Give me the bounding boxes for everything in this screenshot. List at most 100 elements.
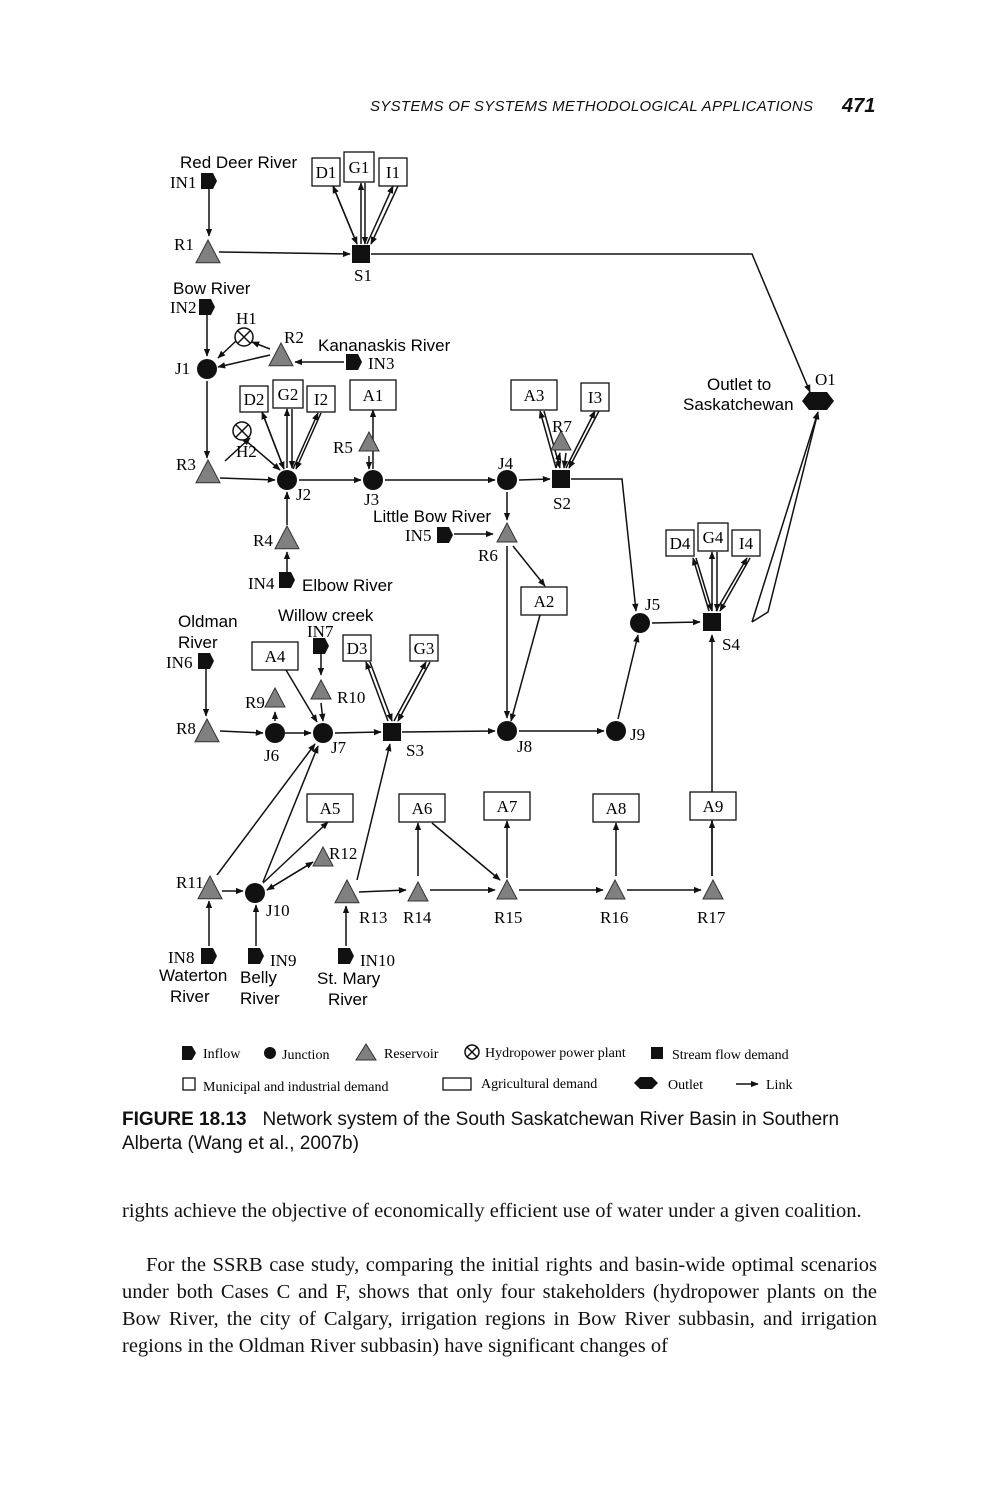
legend-hydropower-cross <box>466 1046 478 1058</box>
node-label-J6: J6 <box>264 746 279 765</box>
legend-label: Inflow <box>203 1047 241 1062</box>
demand-box-A4 <box>251 641 299 671</box>
demand-box-label: A6 <box>412 799 433 818</box>
node-label-J5: J5 <box>645 595 660 614</box>
node-label-IN5: IN5 <box>405 526 431 545</box>
link <box>334 728 382 736</box>
reservoir-node-R17 <box>702 878 724 900</box>
river-label-oldman_2: River <box>178 633 218 652</box>
node-label-R13: R13 <box>359 908 387 927</box>
link <box>692 557 710 612</box>
node-label-J9: J9 <box>630 725 645 744</box>
node-label-J8: J8 <box>517 737 532 756</box>
inflow-node-IN7 <box>313 638 329 654</box>
river-label-outlet_2: Saskatchewan <box>683 395 794 414</box>
junction-node-J9 <box>606 721 626 741</box>
link <box>218 250 351 258</box>
caption-text: Network system of the South Saskatchewan… <box>122 1109 840 1154</box>
demand-box-A2 <box>520 586 568 616</box>
demand-box-label: G2 <box>278 385 299 404</box>
link <box>512 545 546 587</box>
link <box>217 354 271 369</box>
demand-box-D3 <box>342 634 372 662</box>
demand-box-I3 <box>580 382 610 412</box>
demand-box-A5 <box>306 793 354 823</box>
demand-box-G2 <box>272 379 304 409</box>
link <box>365 661 389 722</box>
demand-box-label: I3 <box>588 388 602 407</box>
node-label-IN3: IN3 <box>368 354 394 373</box>
link <box>219 476 276 483</box>
river-label-stmary_1: St. Mary <box>317 969 381 988</box>
link <box>509 614 541 722</box>
legend-label: Municipal and industrial demand <box>203 1080 388 1095</box>
link <box>719 557 751 612</box>
demand-box-label: A1 <box>363 386 384 405</box>
link <box>366 185 394 245</box>
junction-node-J4 <box>497 470 517 490</box>
river-label-outlet_1: Outlet to <box>707 375 771 394</box>
body-paragraph-2: For the SSRB case study, comparing the i… <box>122 1254 877 1357</box>
demand-box-label: D1 <box>316 163 337 182</box>
demand-box-G1 <box>343 151 375 183</box>
node-label-J7: J7 <box>331 738 347 757</box>
node-label-R1: R1 <box>174 235 194 254</box>
node-label-R6: R6 <box>478 546 498 565</box>
link <box>393 661 427 722</box>
legend-label: Reservoir <box>384 1047 439 1062</box>
demand-box-label: G3 <box>414 639 435 658</box>
node-label-S3: S3 <box>406 741 424 760</box>
link <box>751 411 819 623</box>
link <box>356 743 392 881</box>
demand-box-D2 <box>239 385 269 413</box>
demand-box-label: D4 <box>670 534 691 553</box>
node-label-R12: R12 <box>329 844 357 863</box>
node-label-IN8: IN8 <box>168 948 194 967</box>
link <box>285 669 318 723</box>
link <box>565 410 596 469</box>
stream-demand-node-S3 <box>383 723 401 741</box>
running-header: SYSTEMS OF SYSTEMS METHODOLOGICAL APPLIC… <box>370 98 814 115</box>
inflow-node-IN9 <box>248 948 264 964</box>
link <box>261 411 285 470</box>
demand-box-label: A4 <box>265 647 286 666</box>
node-label-IN9: IN9 <box>270 951 296 970</box>
demand-box-label: G4 <box>703 528 724 547</box>
demand-box-label: I4 <box>739 534 754 553</box>
node-label-J2: J2 <box>296 485 311 504</box>
link <box>518 476 551 483</box>
demand-box-A3 <box>510 379 558 411</box>
node-label-IN7: IN7 <box>307 622 334 641</box>
link <box>216 743 316 876</box>
demand-box-A8 <box>592 793 640 823</box>
node-label-R7: R7 <box>552 417 572 436</box>
node-label-R8: R8 <box>176 719 196 738</box>
node-label-IN10: IN10 <box>360 951 395 970</box>
river-label-belly_2: River <box>240 989 280 1008</box>
link <box>319 702 326 722</box>
node-label-O1: O1 <box>815 370 836 389</box>
link <box>262 745 319 883</box>
river-label-elbow: Elbow River <box>302 576 393 595</box>
river-label-waterton_2: River <box>170 987 210 1006</box>
river-label-willow: Willow creek <box>278 606 374 625</box>
hydropower-cross <box>235 424 249 438</box>
demand-box-A1 <box>349 379 397 411</box>
river-label-red_deer: Red Deer River <box>180 153 297 172</box>
node-label-R9: R9 <box>245 693 265 712</box>
link <box>397 661 431 722</box>
demand-box-label: I2 <box>314 390 328 409</box>
link <box>370 185 399 245</box>
link <box>292 412 319 470</box>
junction-node-J7 <box>313 723 333 743</box>
demand-box-G4 <box>697 522 729 552</box>
node-label-IN1: IN1 <box>170 173 196 192</box>
node-label-J1: J1 <box>175 359 190 378</box>
legend-label: Hydropower power plant <box>485 1046 626 1061</box>
legend-label: Junction <box>282 1048 329 1063</box>
inflow-node-IN10 <box>338 948 354 964</box>
body-paragraph-1: rights achieve the objective of economic… <box>122 1200 862 1222</box>
node-label-H2: H2 <box>236 442 257 461</box>
